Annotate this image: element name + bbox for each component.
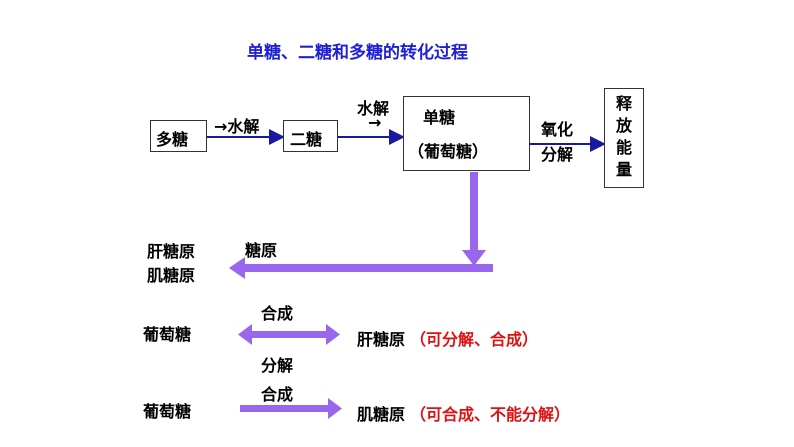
muscle-glycogen-heading: 肌糖原 [147, 266, 196, 285]
polysaccharide-box: 多糖 [150, 120, 207, 152]
muscle-path-target: 肌糖原 [357, 405, 406, 424]
hydrolysis-label-2: 水解 [357, 99, 390, 118]
arrow-liver-bidirectional [238, 324, 340, 345]
glycogen-label: 糖原 [245, 241, 278, 260]
hydrolysis-arrow-2: → [368, 113, 382, 132]
arrow-muscle-synthesis [240, 398, 342, 419]
muscle-path-note: （可合成、不能分解） [410, 405, 571, 424]
liver-path-glucose: 葡萄糖 [143, 325, 192, 344]
release-energy-char: 能 [615, 138, 632, 157]
arrow-left-glycogen [229, 257, 493, 279]
decomposition-label: 分解 [541, 145, 574, 164]
monosaccharide-label: 单糖 [423, 108, 456, 127]
release-energy-box: 释 放 能 量 [604, 88, 644, 188]
disaccharide-box: 二糖 [283, 120, 338, 152]
arrow-down-purple [462, 172, 486, 266]
liver-path-synthesis: 合成 [261, 304, 294, 323]
diagram-title: 单糖、二糖和多糖的转化过程 [247, 43, 468, 63]
hydrolysis-label-1: →水解 [214, 117, 260, 136]
oxidation-label: 氧化 [541, 120, 574, 139]
polysaccharide-label: 多糖 [156, 130, 189, 149]
liver-path-decomposition: 分解 [261, 356, 294, 375]
release-energy-char: 放 [615, 116, 632, 135]
muscle-path-glucose: 葡萄糖 [143, 402, 192, 421]
liver-path-target: 肝糖原 [357, 330, 406, 349]
release-energy-char: 量 [615, 160, 632, 179]
muscle-path-synthesis: 合成 [261, 385, 294, 404]
monosaccharide-box: 单糖 （葡萄糖） [403, 96, 530, 171]
disaccharide-label: 二糖 [290, 130, 323, 149]
liver-glycogen-heading: 肝糖原 [147, 242, 196, 261]
liver-path-note: （可分解、合成） [410, 330, 539, 349]
release-energy-char: 释 [615, 94, 632, 113]
glucose-label: （葡萄糖） [408, 142, 489, 161]
